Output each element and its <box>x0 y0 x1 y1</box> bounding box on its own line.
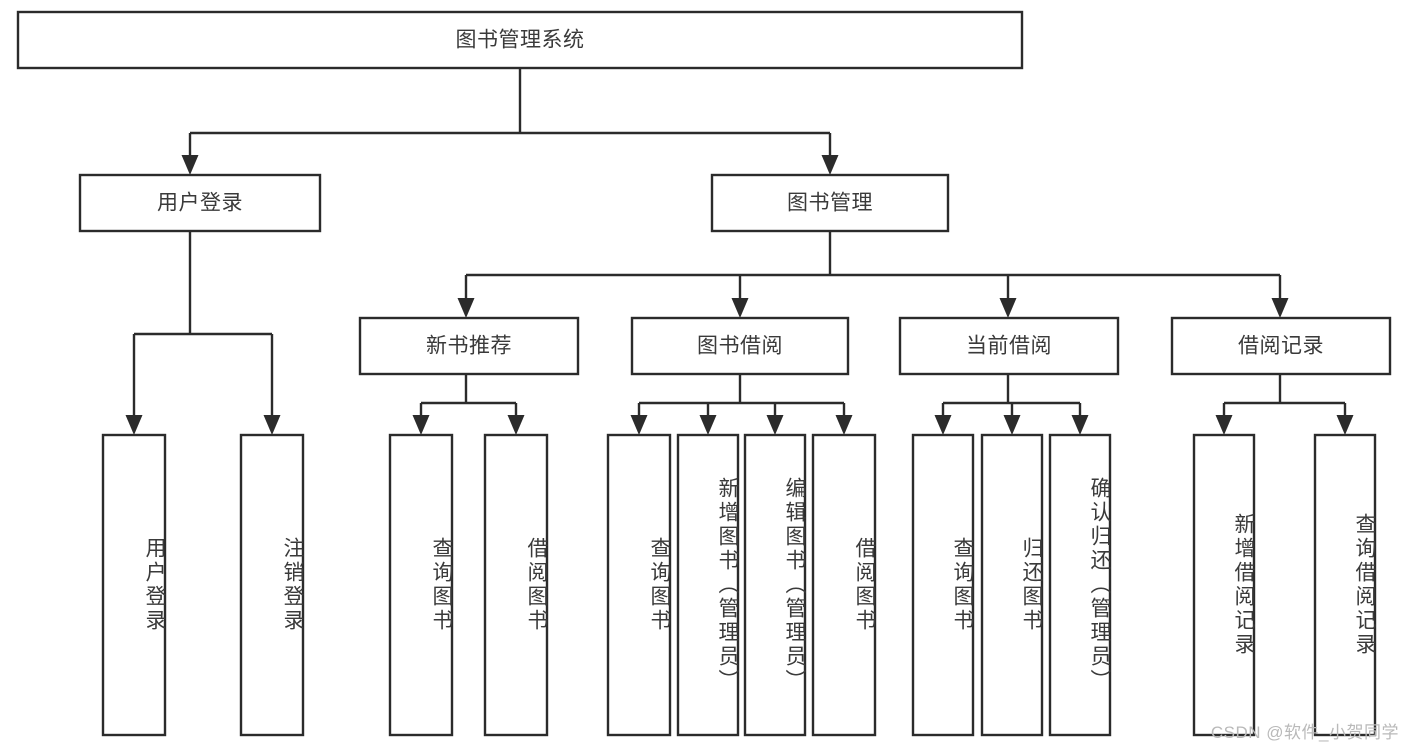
node-box-leaf-user-logout[interactable] <box>239 433 305 737</box>
arrowhead-book-borrow-to-leaves-2 <box>766 415 784 435</box>
node-box-user-login[interactable] <box>78 173 322 233</box>
arrowhead-book-borrow-to-leaves-1 <box>699 415 717 435</box>
node-label-book-management: 图书管理 <box>787 192 873 215</box>
node-box-leaf-borrow-book[interactable] <box>811 433 877 737</box>
node-box-leaf-return-book[interactable] <box>980 433 1044 737</box>
arrowhead-book-management-to-level3-0 <box>457 298 475 318</box>
csdn-watermark: CSDN @软件_小贺同学 <box>1210 723 1399 742</box>
node-box-leaf-query-book-current[interactable] <box>911 433 975 737</box>
node-label-borrow-records: 借阅记录 <box>1238 335 1324 358</box>
node-label-current-borrow: 当前借阅 <box>966 335 1052 358</box>
arrowhead-user-login-to-leaves-0 <box>125 415 143 435</box>
node-label-root: 图书管理系统 <box>456 29 585 52</box>
node-box-leaf-user-login[interactable] <box>101 433 167 737</box>
arrowhead-book-management-to-level3-1 <box>731 298 749 318</box>
node-box-root[interactable] <box>16 10 1024 70</box>
node-box-borrow-records[interactable] <box>1170 316 1392 376</box>
connector-layer <box>125 68 1354 435</box>
arrowhead-new-book-recommend-to-leaves-0 <box>412 415 430 435</box>
node-box-book-management[interactable] <box>710 173 950 233</box>
arrowhead-current-borrow-to-leaves-2 <box>1071 415 1089 435</box>
arrowhead-current-borrow-to-leaves-1 <box>1003 415 1021 435</box>
node-label-user-login: 用户登录 <box>157 192 243 215</box>
node-box-leaf-add-book-admin[interactable] <box>676 433 740 737</box>
node-layer <box>16 10 1392 737</box>
arrowhead-book-management-to-level3-3 <box>1271 298 1289 318</box>
arrowhead-borrow-records-to-leaves-0 <box>1215 415 1233 435</box>
arrowhead-new-book-recommend-to-leaves-1 <box>507 415 525 435</box>
arrowhead-book-borrow-to-leaves-0 <box>630 415 648 435</box>
node-label-new-book-recommend: 新书推荐 <box>426 335 512 358</box>
arrowhead-user-login-to-leaves-1 <box>263 415 281 435</box>
arrowhead-root-to-level2-1 <box>821 155 839 175</box>
arrowhead-borrow-records-to-leaves-1 <box>1336 415 1354 435</box>
node-box-leaf-confirm-return-admin[interactable] <box>1048 433 1112 737</box>
node-box-leaf-borrow-book-recommend[interactable] <box>483 433 549 737</box>
node-box-leaf-query-borrow-record[interactable] <box>1313 433 1377 737</box>
node-box-leaf-add-borrow-record[interactable] <box>1192 433 1256 737</box>
node-box-leaf-query-book-recommend[interactable] <box>388 433 454 737</box>
node-box-leaf-query-book-borrow[interactable] <box>606 433 672 737</box>
arrowhead-root-to-level2-0 <box>181 155 199 175</box>
node-box-book-borrow[interactable] <box>630 316 850 376</box>
node-label-book-borrow: 图书借阅 <box>697 335 783 358</box>
node-box-leaf-edit-book-admin[interactable] <box>743 433 807 737</box>
node-box-new-book-recommend[interactable] <box>358 316 580 376</box>
arrowhead-book-borrow-to-leaves-3 <box>835 415 853 435</box>
arrowhead-current-borrow-to-leaves-0 <box>934 415 952 435</box>
node-box-current-borrow[interactable] <box>898 316 1120 376</box>
arrowhead-book-management-to-level3-2 <box>999 298 1017 318</box>
